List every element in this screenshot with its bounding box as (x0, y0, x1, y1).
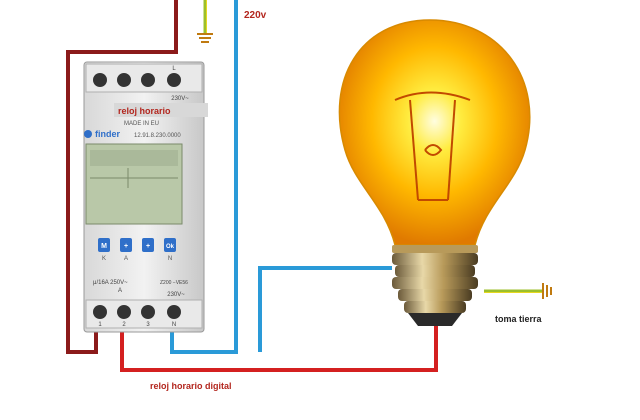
button-caption-2: A (124, 256, 128, 262)
terminal-l-label: L (172, 66, 176, 72)
finder-logo-icon (84, 130, 92, 138)
button-m[interactable] (98, 238, 110, 252)
button-caption-1: K (102, 256, 106, 262)
top-terminals (93, 73, 181, 87)
contact-rating: μ/16A 250V~ (93, 280, 128, 286)
neutral-wire-lamp (258, 266, 392, 352)
neutral-wire-main (170, 0, 238, 354)
top-rating: 230V~ (171, 96, 189, 102)
model-label: 12.91.8.230.0000 (134, 133, 181, 139)
terminal-2-label: 2 (122, 322, 126, 328)
brand-label: finder (95, 129, 120, 139)
button-ok-label: Ok (166, 244, 175, 250)
bottom-terminals (93, 305, 181, 319)
device-label-tag (114, 103, 208, 117)
socket-tip (408, 313, 462, 326)
terminal-1-label: 1 (98, 322, 102, 328)
button-plus-a[interactable] (120, 238, 132, 252)
button-plus-b-label: + (146, 243, 150, 250)
socket-collar (392, 245, 478, 253)
contact-letter: A (118, 288, 122, 294)
button-plus-b[interactable] (142, 238, 154, 252)
bulb-glass (338, 19, 531, 246)
voltage-label: 220v (244, 10, 267, 21)
timer-buttons: M + + Ok (98, 238, 176, 252)
ground-symbol-right (542, 283, 552, 299)
terminal-n-label: N (172, 322, 176, 328)
button-m-label: M (101, 243, 107, 250)
socket-screw (392, 253, 478, 313)
ground-label: toma tierra (495, 314, 543, 324)
lamp-wire (120, 318, 438, 372)
bottom-rating: 230V~ (167, 292, 185, 298)
ground-symbol-top (197, 33, 213, 43)
made-in-label: MADE IN EU (124, 121, 159, 127)
phase-wire (66, 0, 178, 354)
button-ok[interactable] (164, 238, 176, 252)
button-caption-4: N (168, 256, 172, 262)
extra-rating: Z200 −VE56 (160, 280, 188, 286)
button-plus-a-label: + (124, 243, 128, 250)
device-name-label: reloj horario (118, 106, 171, 116)
terminal-3-label: 3 (146, 322, 150, 328)
lcd-top-segment (90, 150, 178, 166)
filament-icon (394, 91, 471, 201)
light-bulb (338, 19, 531, 326)
timer-device: L 230V~ reloj horario MADE IN EU finder … (83, 61, 208, 333)
diagram-caption: reloj horario digital (150, 381, 232, 391)
